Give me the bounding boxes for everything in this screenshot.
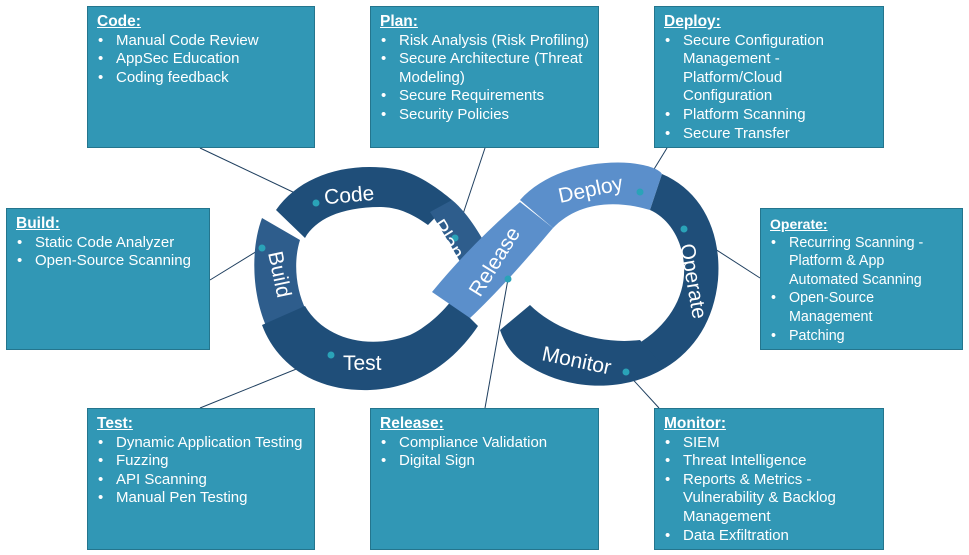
deploy-box-list: Secure Configuration Management - Platfo…	[664, 32, 875, 144]
stage-label-code: Code	[323, 182, 375, 209]
list-item: Coding feedback	[97, 69, 306, 88]
build-box-title: Build:	[16, 215, 60, 232]
monitor-box: Monitor: SIEM Threat Intelligence Report…	[654, 408, 884, 550]
operate-box-list: Recurring Scanning - Platform & App Auto…	[770, 234, 954, 346]
list-item: Secure Architecture (Threat Modeling)	[380, 50, 590, 87]
monitor-box-title: Monitor:	[664, 415, 726, 432]
list-item: Compliance Validation	[380, 434, 590, 453]
segment-build	[254, 218, 306, 330]
list-item: Data Exfiltration	[664, 527, 875, 546]
build-box-list: Static Code Analyzer Open-Source Scannin…	[16, 234, 201, 271]
list-item: Manual Code Review	[97, 32, 306, 51]
stage-label-test: Test	[343, 352, 382, 375]
operate-box: Operate: Recurring Scanning - Platform &…	[760, 208, 963, 350]
list-item: Threat Intelligence	[664, 452, 875, 471]
list-item: Digital Sign	[380, 452, 590, 471]
plan-box-list: Risk Analysis (Risk Profiling) Secure Ar…	[380, 32, 590, 125]
list-item: AppSec Education	[97, 50, 306, 69]
list-item: Manual Pen Testing	[97, 489, 306, 508]
list-item: Fuzzing	[97, 452, 306, 471]
operate-box-title: Operate:	[770, 216, 828, 232]
release-box: Release: Compliance Validation Digital S…	[370, 408, 599, 550]
build-box: Build: Static Code Analyzer Open-Source …	[6, 208, 210, 350]
plan-box: Plan: Risk Analysis (Risk Profiling) Sec…	[370, 6, 599, 148]
test-box-list: Dynamic Application Testing Fuzzing API …	[97, 434, 306, 508]
monitor-box-list: SIEM Threat Intelligence Reports & Metri…	[664, 434, 875, 546]
list-item: Open-Source Scanning	[16, 252, 201, 271]
list-item: Risk Analysis (Risk Profiling)	[380, 32, 590, 51]
segment-test	[262, 300, 478, 391]
test-box: Test: Dynamic Application Testing Fuzzin…	[87, 408, 315, 550]
plan-box-title: Plan:	[380, 13, 418, 30]
list-item: API Scanning	[97, 471, 306, 490]
list-item: Secure Transfer	[664, 125, 875, 144]
segment-code	[276, 166, 452, 238]
code-box-list: Manual Code Review AppSec Education Codi…	[97, 32, 306, 88]
test-box-title: Test:	[97, 415, 133, 432]
list-item: Patching	[770, 327, 954, 346]
segment-operate	[636, 174, 719, 368]
list-item: Static Code Analyzer	[16, 234, 201, 253]
segment-release	[432, 202, 553, 318]
segment-deploy	[520, 162, 662, 228]
release-box-title: Release:	[380, 415, 444, 432]
list-item: Secure Requirements	[380, 87, 590, 106]
list-item: SIEM	[664, 434, 875, 453]
deploy-box-title: Deploy:	[664, 13, 721, 30]
code-box-title: Code:	[97, 13, 141, 30]
list-item: Recurring Scanning - Platform & App Auto…	[770, 234, 954, 290]
list-item: Security Policies	[380, 106, 590, 125]
deploy-box: Deploy: Secure Configuration Management …	[654, 6, 884, 148]
segment-monitor	[500, 305, 665, 386]
release-box-list: Compliance Validation Digital Sign	[380, 434, 590, 471]
list-item: Platform Scanning	[664, 106, 875, 125]
list-item: Open-Source Management	[770, 289, 954, 326]
list-item: Dynamic Application Testing	[97, 434, 306, 453]
connector-dots	[258, 188, 688, 376]
list-item: Secure Configuration Management - Platfo…	[664, 32, 875, 106]
list-item: Reports & Metrics - Vulnerability & Back…	[664, 471, 875, 527]
code-box: Code: Manual Code Review AppSec Educatio…	[87, 6, 315, 148]
